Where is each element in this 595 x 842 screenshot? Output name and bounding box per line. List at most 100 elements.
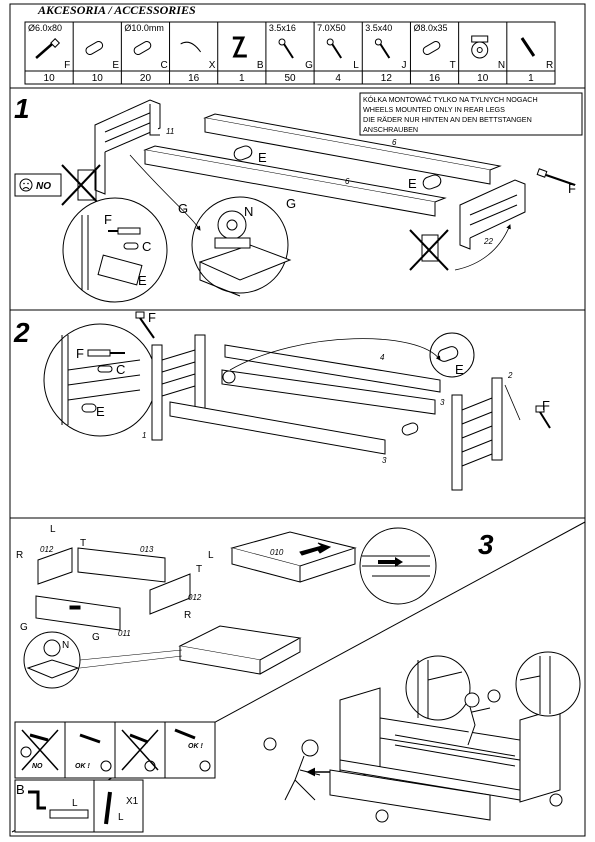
sad-face-icon	[20, 746, 32, 758]
ladder-headboard-1	[151, 334, 206, 441]
dowel-icon	[133, 41, 152, 55]
drawer-box-010	[230, 531, 357, 583]
label-part-3b: 3	[382, 456, 387, 465]
sad-face-icon	[19, 178, 33, 192]
label-l-1: L	[50, 524, 56, 535]
sad-face-icon	[144, 760, 156, 772]
label-ok-1: OK !	[75, 763, 90, 770]
detail-circle-dowel: F C E	[62, 197, 168, 303]
accessory-cell-x: X16	[180, 41, 216, 84]
side-rail-6-upper	[203, 113, 502, 185]
accessory-cell-b: B1	[232, 36, 264, 84]
accessory-letter: L	[353, 60, 359, 71]
person-pushing-drawer	[284, 739, 321, 801]
allen-key-icon	[232, 36, 247, 58]
allen-key-box: B L X1 L	[14, 779, 144, 833]
accessory-letter: J	[401, 60, 406, 71]
page-border	[9, 3, 586, 837]
accessory-size: 3.5x40	[365, 23, 392, 33]
ladder-footboard-2	[451, 377, 503, 491]
accessory-qty: 10	[92, 73, 104, 84]
step-3: 3 012 013 L R T 011 012 L T R	[14, 524, 581, 833]
crossed-wheel-right	[409, 229, 449, 271]
label-l-box-2: L	[118, 812, 124, 823]
allen-key-icon	[28, 790, 46, 810]
label-ok-2: OK !	[188, 743, 203, 750]
accessory-size: 3.5x16	[269, 23, 296, 33]
drawer-assembled	[178, 625, 302, 675]
label-e-detail-2: E	[96, 404, 105, 419]
confirmat-screw-icon	[326, 38, 343, 59]
label-part-6b: 6	[345, 177, 350, 186]
rail-4	[224, 344, 441, 393]
label-x1: X1	[126, 796, 139, 807]
accessory-letter: E	[112, 60, 119, 71]
wrench-icon	[520, 37, 536, 57]
rail-3-upper	[221, 369, 436, 415]
accessory-qty: 50	[284, 73, 296, 84]
crossed-wheel-left	[61, 164, 101, 206]
caster-wheel-icon	[471, 35, 489, 59]
accessory-size: Ø6.0x80	[28, 23, 62, 33]
label-part-11: 11	[166, 127, 174, 136]
bed-with-trundle	[329, 687, 561, 821]
footboard-22	[459, 179, 526, 250]
detail-circle-bolt-joint: F C E	[43, 323, 157, 437]
wheel-warning-box: KÓŁKA MONTOWAĆ TYLKO NA TYLNYCH NOGACH W…	[359, 92, 583, 136]
label-e-detail: E	[138, 273, 147, 288]
side-rail-6-lower	[143, 145, 447, 217]
bolt-icon	[135, 311, 155, 339]
accessory-qty: 16	[188, 73, 200, 84]
step-1: 1 KÓŁKA MONTOWAĆ TYLKO NA TYLNYCH NOGACH…	[14, 92, 583, 303]
detail-circle-drawer-slide	[359, 527, 437, 605]
sad-face-icon	[263, 737, 277, 751]
label-r-1: R	[16, 550, 23, 561]
accessory-letter: F	[64, 60, 70, 71]
detail-circle-leg-left	[405, 655, 471, 721]
accessory-cell-r: R1	[520, 37, 553, 84]
label-c-detail: C	[142, 239, 151, 254]
label-012-b: 012	[188, 593, 202, 602]
accessory-letter: T	[450, 60, 456, 71]
warning-line-3: DIE RÄDER NUR HINTEN AN DEN BETTSTANGEN	[363, 115, 532, 124]
drawer-side-012-right	[149, 573, 191, 615]
accessory-qty: 10	[477, 73, 489, 84]
drawer-front-013	[77, 547, 166, 583]
drawer-back-011	[35, 595, 121, 631]
label-g-4: G	[92, 632, 100, 643]
accessory-qty: 1	[239, 73, 245, 84]
label-f-detail-2: F	[76, 346, 84, 361]
confirmat-screw-icon	[104, 791, 112, 825]
warning-line-1: KÓŁKA MONTOWAĆ TYLKO NA TYLNYCH NOGACH	[363, 95, 538, 104]
label-no-tool: NO	[32, 763, 43, 770]
label-part-1: 1	[142, 431, 146, 440]
label-part-4: 4	[380, 353, 385, 362]
label-part-2: 2	[507, 371, 513, 380]
caster-wheel-icon	[43, 639, 61, 657]
detail-circle-caster: G N G	[178, 196, 296, 297]
label-part-6a: 6	[392, 138, 397, 147]
label-013: 013	[140, 545, 154, 554]
accessory-letter: R	[546, 60, 553, 71]
confirmat-screw-icon	[49, 809, 89, 819]
label-r-2: R	[184, 610, 191, 621]
accessory-size: Ø10.0mm	[124, 23, 164, 33]
accessory-qty: 4	[335, 73, 341, 84]
smiley-icon	[375, 809, 389, 823]
bolt-icon	[35, 38, 61, 59]
smiley-icon	[199, 760, 211, 772]
headboard-11	[94, 99, 161, 195]
accessory-qty: 1	[528, 73, 534, 84]
drawer-side-012	[37, 547, 73, 585]
screw-small-icon	[278, 38, 294, 59]
label-l-2: L	[208, 550, 214, 561]
label-l-box: L	[72, 798, 78, 809]
accessories-cells: Ø6.0x80F10E10Ø10.0mmC20X16B13.5x16G507.0…	[28, 22, 553, 84]
hook-icon	[180, 41, 202, 53]
label-011: 011	[118, 629, 131, 638]
accessory-size: Ø8.0x35	[413, 23, 447, 33]
step-3-number: 3	[478, 529, 494, 560]
